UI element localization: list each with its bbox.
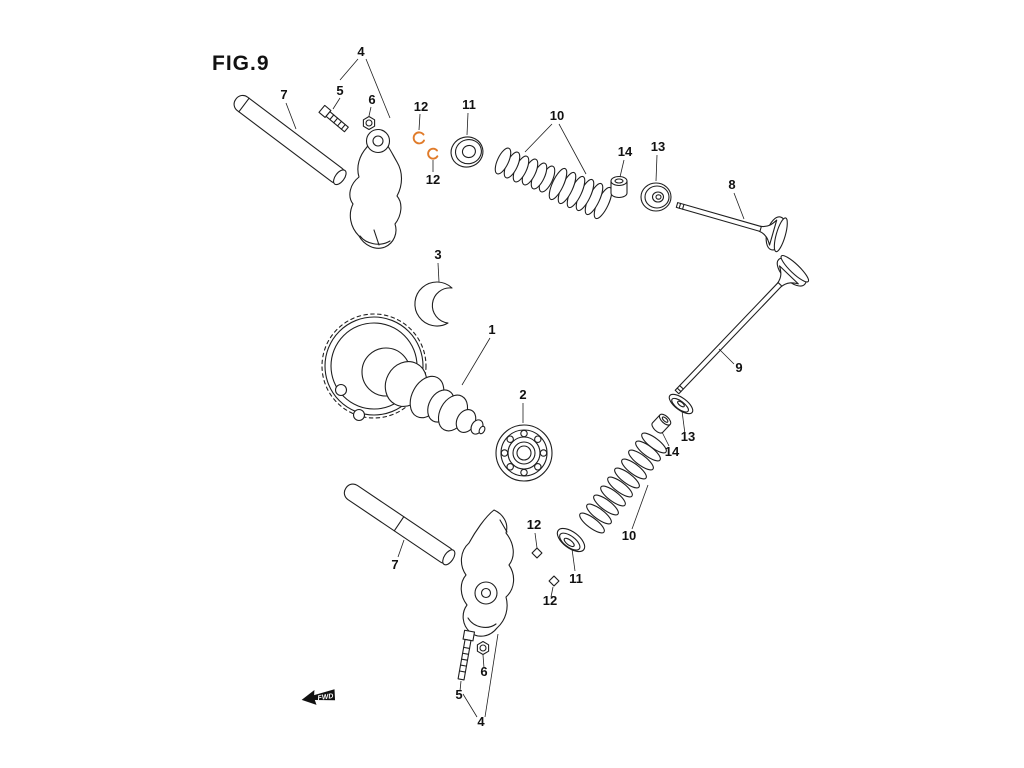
leader-4-top-a [339, 58, 359, 81]
valve-cotter-bottom-2 [548, 575, 560, 587]
callout-5-bottom: 5 [455, 687, 462, 702]
fwd-arrow-icon [301, 689, 336, 705]
leader-8 [733, 192, 745, 220]
callout-12-mid: 12 [426, 172, 440, 187]
callout-7-bottom: 7 [391, 557, 398, 572]
leader-12-bottom-a [534, 532, 538, 549]
leader-3 [437, 262, 440, 283]
callout-3: 3 [434, 247, 441, 262]
callout-9: 9 [735, 360, 742, 375]
callout-13-bottom: 13 [681, 429, 695, 444]
leader-6-bottom [482, 654, 485, 669]
cam-decomp-plate [414, 281, 453, 327]
callout-12-top: 12 [414, 99, 428, 114]
leader-11-bottom [571, 548, 576, 572]
fwd-arrow: FWD [301, 689, 336, 705]
valve-seal-bottom [651, 413, 672, 434]
leader-10-top-b [558, 123, 587, 175]
callout-12-bottom-b: 12 [543, 593, 557, 608]
callout-4-bottom: 4 [477, 714, 485, 729]
intake-valve [675, 202, 788, 253]
leader-6-top [368, 106, 372, 117]
callout-8: 8 [728, 177, 735, 192]
leader-4-top-b [365, 58, 391, 119]
circlip-top-1-icon [412, 131, 425, 145]
rocker-shaft-top [233, 94, 347, 186]
callout-6-bottom: 6 [480, 664, 487, 679]
adjuster-bolt-top [318, 104, 349, 133]
leader-10-bottom [631, 484, 649, 530]
leader-1 [461, 337, 491, 386]
leader-12-bottom-b [550, 586, 554, 598]
leader-10-top-a [524, 123, 553, 153]
figure-title: FIG.9 [212, 52, 270, 75]
callout-5-top: 5 [336, 83, 343, 98]
leader-12-top [418, 113, 421, 131]
callout-14-bottom: 14 [665, 444, 680, 459]
callout-6-top: 6 [368, 92, 375, 107]
leader-14-bottom [661, 431, 670, 447]
valve-spring-bottom [579, 432, 667, 534]
callout-14-top: 14 [618, 144, 633, 159]
callout-13-top: 13 [651, 139, 665, 154]
ball-bearing [495, 424, 553, 482]
rocker-arm-top [349, 128, 403, 249]
lock-nut-bottom [476, 640, 490, 656]
leader-7-bottom [397, 539, 405, 558]
fwd-label: FWD [317, 693, 334, 702]
spring-seat-top [640, 182, 672, 212]
spring-seat-bottom [668, 393, 694, 415]
callout-12-bottom-a: 12 [527, 517, 541, 532]
leader-11-top [466, 112, 469, 136]
callout-11-top: 11 [462, 97, 476, 112]
callout-2: 2 [519, 387, 526, 402]
leader-13-bottom [681, 410, 686, 435]
valve-cotter-bottom-1 [531, 547, 543, 559]
spring-retainer-bottom [556, 527, 586, 553]
valve-seal-top [610, 175, 628, 199]
valve-spring-top-outer [494, 147, 556, 193]
leader-5-top [332, 97, 341, 110]
rocker-shaft-bottom [343, 483, 456, 566]
circlip-top-2-icon [427, 147, 439, 160]
exhaust-valve [674, 254, 810, 395]
leader-lines [285, 58, 745, 718]
callout-1: 1 [488, 322, 495, 337]
callout-7-top: 7 [280, 87, 287, 102]
leader-14-top [619, 159, 625, 178]
valve-spring-top-inner [548, 167, 613, 220]
callout-10-top: 10 [550, 108, 564, 123]
leader-7-top [285, 102, 297, 130]
lock-nut-top [362, 115, 376, 131]
spring-retainer-top [450, 136, 484, 168]
adjuster-bolt-bottom [457, 629, 476, 681]
camshaft [361, 347, 486, 435]
leader-13-top [655, 154, 658, 182]
callout-4-top: 4 [357, 44, 365, 59]
leader-5-bottom [459, 680, 462, 692]
callout-10-bottom: 10 [622, 528, 636, 543]
leader-4-bottom-b [484, 633, 499, 718]
callout-11-bottom: 11 [569, 571, 583, 586]
rocker-arm-bottom [460, 509, 515, 637]
leader-4-bottom-a [462, 693, 478, 718]
leader-9 [718, 348, 735, 365]
